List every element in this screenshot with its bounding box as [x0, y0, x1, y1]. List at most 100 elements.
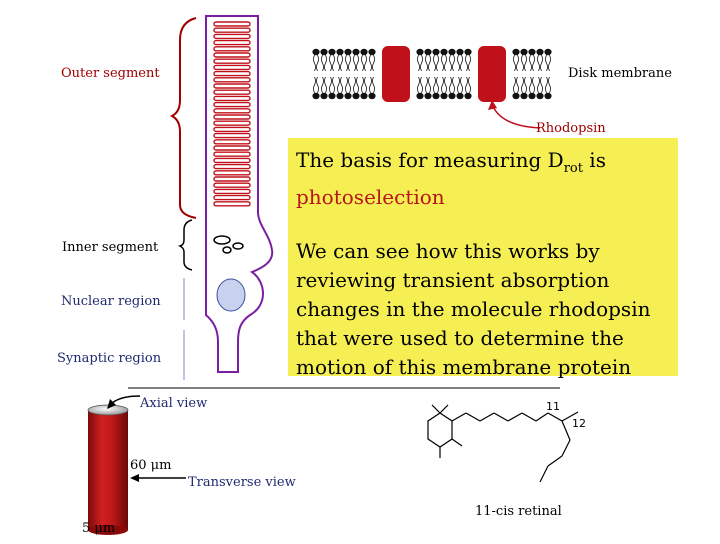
- length-label: 60 μm: [130, 458, 172, 473]
- lipid-tail: [521, 54, 527, 72]
- lipid-head: [512, 92, 520, 100]
- lipid-head: [336, 92, 344, 100]
- outer-segment-brace: [169, 17, 197, 219]
- disk: [213, 83, 251, 89]
- lipid-tail: [521, 76, 527, 94]
- lipid-tail: [537, 76, 543, 94]
- disk: [213, 89, 251, 95]
- lipid-tail: [337, 76, 343, 94]
- lipid-head: [368, 92, 376, 100]
- lipid-head: [320, 48, 328, 56]
- disk: [213, 194, 251, 201]
- lipid-tail: [313, 76, 319, 94]
- lipid-head: [352, 48, 360, 56]
- lipid-head: [536, 92, 544, 100]
- disk: [213, 145, 251, 151]
- axial-view-arrowhead: [107, 399, 116, 409]
- disk: [213, 58, 251, 64]
- atom-11-label: 11: [546, 400, 560, 413]
- callout-heading-accent: photoselection: [296, 185, 445, 209]
- lipid-head: [440, 48, 448, 56]
- lipid-tail: [417, 76, 423, 94]
- disk: [213, 163, 251, 170]
- lipid-head: [424, 92, 432, 100]
- lipid-head: [360, 92, 368, 100]
- disk: [213, 176, 251, 182]
- disk: [213, 33, 251, 40]
- disk: [213, 188, 251, 195]
- synaptic-region-label: Synaptic region: [57, 351, 162, 366]
- lipid-tail: [529, 76, 535, 94]
- disk-membrane-label: Disk membrane: [568, 66, 672, 81]
- retinal-label: 11-cis retinal: [475, 504, 562, 519]
- lipid-head: [544, 48, 552, 56]
- disk: [213, 46, 251, 52]
- lipid-tail: [361, 76, 367, 94]
- width-label: 5 μm: [82, 521, 116, 536]
- lipid-tail: [329, 54, 335, 72]
- lipid-head: [432, 48, 440, 56]
- lipid-tail: [369, 54, 375, 72]
- disk: [213, 101, 251, 108]
- disk: [213, 139, 251, 145]
- lipid-tail: [529, 54, 535, 72]
- disk: [213, 77, 251, 83]
- transverse-view-label: Transverse view: [188, 475, 296, 490]
- disk: [213, 27, 251, 33]
- lipid-head: [440, 92, 448, 100]
- lipid-head: [328, 92, 336, 100]
- disk: [213, 64, 251, 71]
- inner-segment-brace: [177, 219, 193, 271]
- lipid-head: [448, 48, 456, 56]
- lipid-tail: [513, 76, 519, 94]
- lipid-head: [312, 48, 320, 56]
- lipid-tail: [361, 54, 367, 72]
- lipid-head: [328, 48, 336, 56]
- lipid-head: [344, 92, 352, 100]
- mitochondria-icon: [213, 235, 244, 254]
- disk: [213, 170, 251, 176]
- disk: [213, 151, 251, 157]
- lipid-head: [520, 92, 528, 100]
- rod-cylinder-bottom: [88, 525, 128, 535]
- lipid-tail: [441, 76, 447, 94]
- rhodopsin-label: Rhodopsin: [536, 121, 606, 136]
- lipid-tail: [345, 76, 351, 94]
- lipid-tail: [353, 54, 359, 72]
- lipid-tail: [417, 54, 423, 72]
- axial-view-label: Axial view: [140, 396, 208, 411]
- lipid-tail: [465, 76, 471, 94]
- lipid-tail: [457, 76, 463, 94]
- lipid-head: [448, 92, 456, 100]
- atom-12-label: 12: [572, 417, 586, 430]
- rod-cell-outline: [205, 15, 274, 373]
- outer-segment-label: Outer segment: [61, 66, 160, 81]
- disk: [213, 39, 251, 46]
- disk: [213, 95, 251, 102]
- lipid-head: [528, 92, 536, 100]
- disk: [213, 114, 251, 120]
- lipid-tail: [345, 54, 351, 72]
- lipid-head: [416, 48, 424, 56]
- inner-segment-label: Inner segment: [62, 240, 159, 255]
- lipid-tail: [313, 54, 319, 72]
- disk: [213, 108, 251, 114]
- lipid-tail: [369, 76, 375, 94]
- disk: [213, 157, 251, 164]
- lipid-tail: [513, 54, 519, 72]
- lipid-head: [456, 48, 464, 56]
- transverse-view-arrowhead: [130, 474, 139, 482]
- callout-heading-sub: rot: [563, 161, 583, 176]
- lipid-tail: [449, 54, 455, 72]
- lipid-tail: [353, 76, 359, 94]
- lipid-head: [432, 92, 440, 100]
- lipid-head: [456, 92, 464, 100]
- rod-cylinder: [88, 410, 128, 530]
- disk: [213, 182, 251, 188]
- disk: [213, 120, 251, 126]
- lipid-tail: [465, 54, 471, 72]
